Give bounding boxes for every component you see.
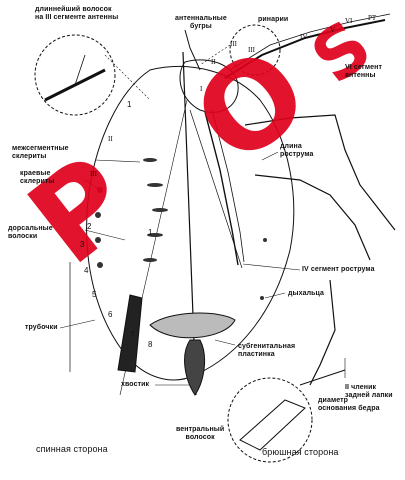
leader-line — [243, 264, 300, 270]
sclerite — [143, 158, 157, 162]
segment-number: 1 — [127, 100, 131, 109]
leader-line — [215, 340, 235, 345]
label-femur-diameter: диаметр основания бедра — [318, 397, 380, 413]
segment-number: 2 — [87, 222, 91, 231]
label-rostrum-length: длина рострума — [280, 143, 314, 159]
label-spiracles: дыхальца — [288, 290, 324, 298]
antenna-mark-pt: PT — [368, 14, 376, 22]
inset-link-1 — [105, 55, 150, 100]
leader-line — [95, 160, 140, 162]
label-subgenital-plate: субгенитальная пластинка — [238, 343, 295, 359]
subgenital-plate — [150, 313, 235, 338]
spiracle — [260, 296, 264, 300]
label-ventral-side: брюшная сторона — [262, 447, 339, 457]
cauda-shape — [185, 340, 205, 395]
spiracle — [263, 238, 267, 242]
segment-number: 1 — [148, 228, 152, 237]
label-intersegmental-sclerites: межсегментные склериты — [12, 145, 69, 161]
label-siphunculi: трубочки — [25, 324, 58, 332]
thorax-mark: I — [200, 85, 202, 93]
label-antenna-vi: VI сегмент антенны — [345, 64, 382, 80]
segment-number: 6 — [108, 310, 112, 319]
antenna-mark-v: V — [330, 26, 335, 34]
sclerite — [152, 208, 168, 212]
thorax-mark: II — [108, 135, 113, 143]
thorax-mark: II — [211, 58, 216, 66]
label-rhinaria: ринарии — [258, 16, 288, 24]
segment-number: 5 — [92, 290, 96, 299]
inset-femur-detail — [240, 400, 305, 450]
label-ventral-hair: вентральный волосок — [176, 426, 224, 442]
label-rostrum-iv: IV сегмент рострума — [302, 266, 375, 274]
sclerite — [143, 258, 157, 262]
thorax-mark: III — [90, 170, 97, 178]
segment-number: 7 — [130, 330, 134, 339]
leg-mid — [255, 175, 370, 260]
antenna-mark-iv: IV — [300, 33, 307, 41]
label-dorsal-hairs: дорсальные волоски — [8, 225, 53, 241]
label-longest-hair: длиннейший волосок на III сегменте антен… — [35, 6, 118, 22]
label-cauda: хвостик — [121, 381, 149, 389]
segment-number: 4 — [84, 266, 88, 275]
leader-line — [265, 293, 285, 298]
hind-tarsus — [300, 370, 345, 385]
antenna-mark-vi: VI — [345, 17, 352, 25]
sclerite — [147, 183, 163, 187]
leader-line — [60, 320, 95, 328]
thorax-mark: III — [230, 40, 237, 48]
segment-number: 3 — [80, 240, 84, 249]
label-dorsal-side: спинная сторона — [36, 444, 108, 454]
label-antennal-tubercles: антеннальные бугры — [175, 15, 227, 31]
segment-number: 8 — [148, 340, 152, 349]
label-marginal-sclerites: краевые склериты — [20, 170, 55, 186]
antenna-mark-iii: III — [248, 46, 255, 54]
inset-antenna-hair — [35, 35, 115, 115]
